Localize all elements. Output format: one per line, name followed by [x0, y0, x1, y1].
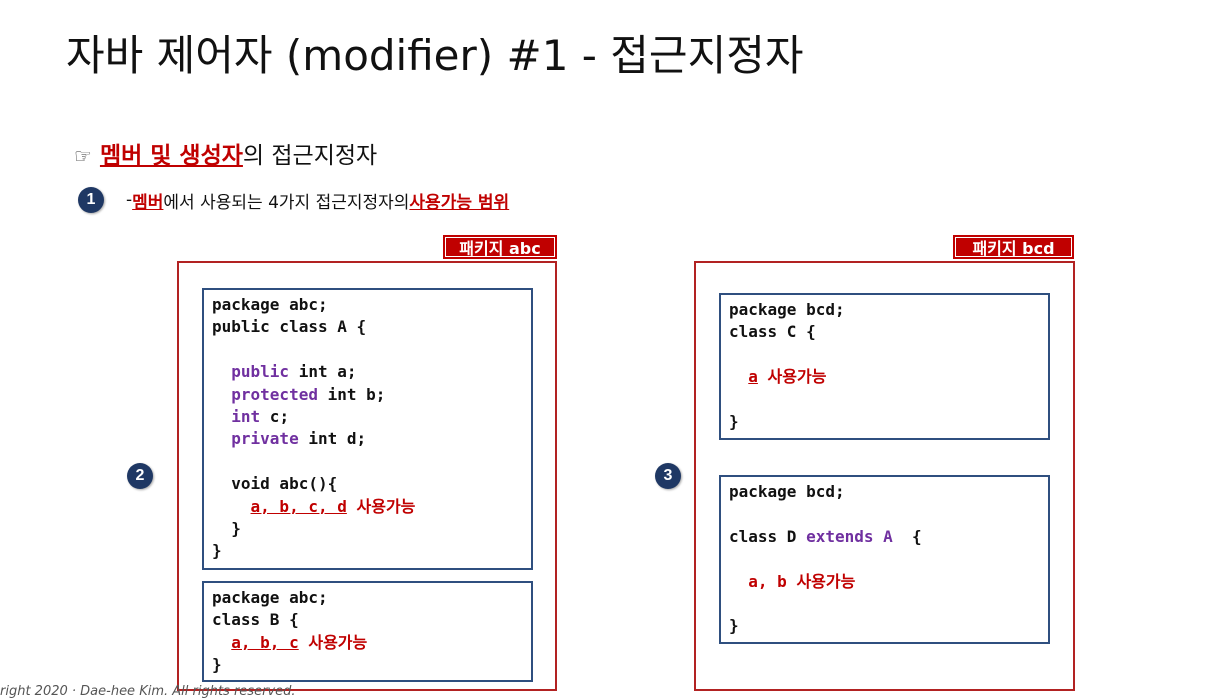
class-a-code: package abc; public class A { public int… [202, 288, 533, 570]
package-bcd-box [694, 261, 1075, 691]
number-badge-2: 2 [127, 463, 153, 489]
subtitle-highlight: 멤버 및 생성자 [99, 143, 243, 169]
number-badge-1: 1 [78, 187, 104, 213]
section-1-middle: 에서 사용되는 4가지 접근지정자의 [163, 192, 410, 213]
number-badge-3: 3 [655, 463, 681, 489]
page-title: 자바 제어자 (modifier) #1 - 접근지정자 [66, 31, 804, 80]
class-b-usable-label: 사용가능 [308, 632, 368, 652]
package-bcd-tag: 패키지 bcd [953, 235, 1074, 259]
subtitle-rest: 의 접근지정자 [242, 143, 378, 169]
class-a-usable-label: 사용가능 [356, 496, 416, 516]
class-c-usable-vars: a [748, 367, 758, 387]
pointing-hand-icon: ☞ [74, 144, 92, 168]
package-abc-box [177, 261, 557, 691]
subtitle: ☞ 멤버 및 생성자의 접근지정자 [74, 136, 377, 170]
class-a-usable-vars: a, b, c, d [250, 496, 347, 516]
class-c-code: package bcd; class C { a 사용가능 } [719, 293, 1050, 440]
class-b-usable-vars: a, b, c [231, 632, 299, 652]
package-abc-tag: 패키지 abc [443, 235, 557, 259]
class-c-usable-label: 사용가능 [767, 367, 827, 387]
section-1-highlight-member: 멤버 [132, 192, 164, 213]
class-b-code: package abc; class B { a, b, c 사용가능 } [202, 581, 533, 682]
class-d-usable-vars: a, b [748, 571, 787, 591]
copyright-footer: right 2020 · Dae-hee Kim. All rights res… [0, 684, 296, 699]
section-1-highlight-range: 사용가능 범위 [409, 192, 510, 213]
class-d-code: package bcd; class D extends A { a, b 사용… [719, 475, 1050, 644]
section-1-prefix: - [126, 190, 133, 210]
class-d-usable-label: 사용가능 [796, 571, 856, 591]
